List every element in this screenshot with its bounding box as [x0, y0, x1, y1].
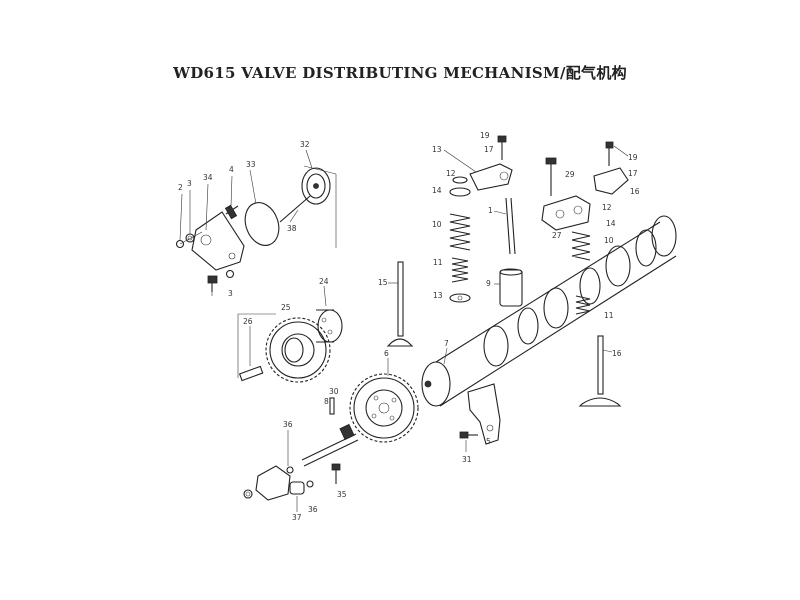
label-part-28: 32 [300, 140, 310, 149]
camshaft [421, 215, 677, 407]
label-part-3: 3 [187, 179, 192, 188]
label-part-5: 5 [486, 437, 491, 446]
label-part-32: 30 [329, 387, 339, 396]
label-part-13: 13 [433, 291, 443, 300]
left-rocker-arm [469, 135, 513, 191]
label-part-20: 19 [480, 131, 490, 140]
label-part-36: 37 [292, 513, 302, 522]
label-part-14: 14 [432, 186, 442, 195]
label-part-1: 1 [488, 206, 493, 215]
timing-cover-assembly [175, 165, 337, 292]
lower-shaft-assembly [243, 397, 359, 501]
exhaust-valve [578, 335, 622, 407]
diagram-title: WD615 VALVE DISTRIBUTING MECHANISM/配气机构 [173, 64, 627, 82]
label-part-6: 6 [384, 349, 389, 358]
label-part-20b: 19 [628, 153, 638, 162]
label-part-33: 35 [337, 490, 347, 499]
label-part-8: 8 [324, 397, 329, 406]
label-part-14b: 14 [606, 219, 616, 228]
label-part-35b: 36 [308, 505, 318, 514]
label-part-12: 12 [446, 169, 456, 178]
label-part-15: 15 [378, 278, 388, 287]
label-part-29: 33 [246, 160, 256, 169]
label-part-25: 25 [281, 303, 291, 312]
label-part-19: 17 [484, 145, 494, 154]
label-part-11: 11 [433, 258, 443, 267]
label-part-37: 38 [287, 224, 297, 233]
label-part-7: 7 [444, 339, 449, 348]
thrust-plate [459, 383, 501, 445]
label-part-2: 2 [178, 183, 183, 192]
label-part-9: 9 [486, 279, 491, 288]
label-part-10b: 10 [604, 236, 614, 245]
label-part-12b: 12 [602, 203, 612, 212]
right-rocker-assembly [541, 141, 629, 315]
label-part-3b: 3 [228, 289, 233, 298]
label-part-18: 16 [630, 187, 640, 196]
label-part-35: 36 [283, 420, 293, 429]
label-part-16: 16 [612, 349, 622, 358]
label-part-26: 26 [243, 317, 253, 326]
left-valve-springs [449, 176, 471, 303]
label-part-27: 27 [552, 231, 562, 240]
camshaft-gear [349, 373, 419, 443]
push-rod [499, 197, 523, 307]
part-labels: 2 3 34 4 33 32 38 3 24 25 26 30 8 36 35 … [178, 131, 640, 522]
intake-valve [386, 261, 414, 347]
idler-gear-assembly [237, 309, 343, 383]
label-part-11b: 11 [604, 311, 614, 320]
label-part-24: 24 [319, 277, 329, 286]
label-part-10: 10 [432, 220, 442, 229]
label-part-34: 29 [565, 170, 575, 179]
label-part-19b: 17 [628, 169, 638, 178]
label-part-31: 31 [462, 455, 472, 464]
label-part-30: 34 [203, 173, 213, 182]
label-part-17: 13 [432, 145, 442, 154]
label-part-4: 4 [229, 165, 234, 174]
